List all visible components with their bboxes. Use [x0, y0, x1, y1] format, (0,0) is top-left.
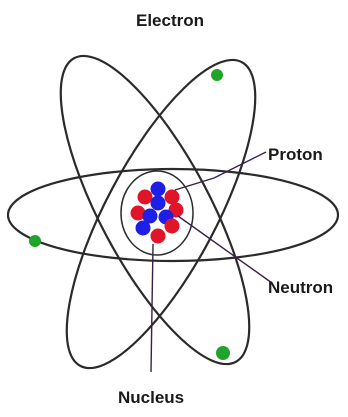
- nucleus-leader-line: [150, 243, 154, 373]
- nucleus-group: [120, 170, 194, 256]
- nucleon: [164, 218, 180, 234]
- nucleon: [142, 208, 158, 224]
- neutron-label: Neutron: [268, 278, 333, 297]
- electron-label: Electron: [136, 11, 204, 30]
- electron-left: [29, 235, 41, 247]
- nucleon: [137, 189, 153, 205]
- nucleon: [130, 205, 146, 221]
- orbit-tilted-left: [65, 58, 257, 370]
- nucleon: [150, 228, 166, 244]
- proton-label: Proton: [268, 145, 323, 164]
- orbit-horizontal: [6, 167, 340, 263]
- nucleon: [150, 181, 166, 197]
- neutron-leader-line: [177, 215, 273, 284]
- proton-leader-line: [174, 151, 267, 191]
- nucleon: [164, 189, 180, 205]
- nucleon: [135, 220, 151, 236]
- electron-bottom-right: [216, 346, 230, 360]
- nucleon: [150, 195, 166, 211]
- electron-top-right: [211, 69, 223, 81]
- nucleus-label: Nucleus: [118, 388, 184, 407]
- orbit-tilted-right: [59, 54, 251, 366]
